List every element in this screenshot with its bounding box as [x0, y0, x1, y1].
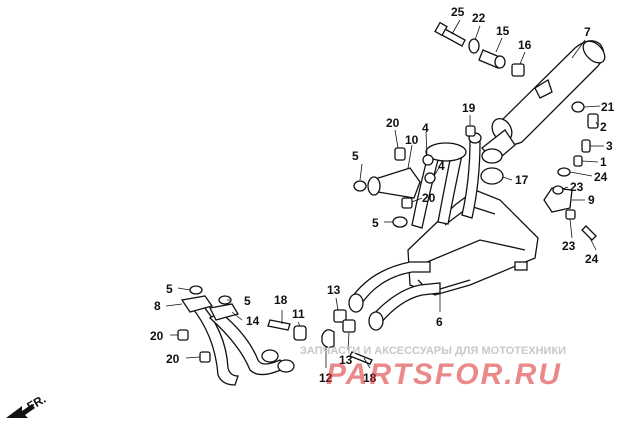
- callout-24-upper: 24: [594, 170, 608, 184]
- callout-11: 11: [292, 307, 305, 321]
- gasket-17: [480, 167, 504, 185]
- callout-10: 10: [405, 133, 419, 147]
- callout-5-left-upper: 5: [166, 282, 173, 296]
- callout-labels: 25 22 15 16 7 21 2 3 1 24 23 9 23 24 19 …: [150, 5, 615, 385]
- bolt-19: [465, 125, 476, 137]
- callout-8: 8: [154, 299, 161, 313]
- exhaust-joint: [353, 147, 436, 228]
- callout-2: 2: [600, 120, 607, 134]
- callout-19: 19: [462, 101, 476, 115]
- callout-18-right: 18: [363, 371, 377, 385]
- callout-6: 6: [436, 315, 443, 329]
- callout-1: 1: [600, 155, 607, 169]
- callout-20-left-lower: 20: [166, 352, 180, 366]
- callout-20-joint: 20: [386, 116, 400, 130]
- front-direction-arrow: FR.: [6, 392, 48, 418]
- callout-22: 22: [472, 11, 486, 25]
- right-hardware: [543, 101, 599, 241]
- callout-16: 16: [518, 38, 532, 52]
- watermark-tagline: ЗАПЧАСТИ И АКСЕССУАРЫ ДЛЯ МОТОТЕХНИКИ: [300, 345, 566, 357]
- callout-15: 15: [496, 24, 510, 38]
- callout-23-upper: 23: [570, 180, 584, 194]
- callout-12: 12: [319, 371, 333, 385]
- exhaust-drawing: [177, 21, 606, 386]
- callout-4-lower: 4: [438, 159, 445, 173]
- callout-14: 14: [246, 314, 260, 328]
- leader-lines: [165, 19, 604, 369]
- muffler: [481, 40, 606, 164]
- callout-20-lower-joint: 20: [422, 191, 436, 205]
- callout-20-left-upper: 20: [150, 329, 164, 343]
- callout-13-upper: 13: [327, 283, 341, 297]
- callout-21: 21: [601, 100, 615, 114]
- callout-17: 17: [515, 173, 529, 187]
- callout-13-lower: 13: [339, 353, 353, 367]
- arrow-icon: [6, 404, 35, 418]
- muffler-mount-hardware: [434, 21, 525, 77]
- callout-3: 3: [606, 139, 613, 153]
- watermark-logo: PARTSFOR.RU: [326, 358, 562, 391]
- callout-23-lower: 23: [562, 239, 576, 253]
- callout-25: 25: [451, 5, 465, 19]
- front-exhaust-pipes: [177, 285, 307, 386]
- callout-4-upper: 4: [422, 121, 429, 135]
- callout-18-left: 18: [274, 293, 288, 307]
- callout-9: 9: [588, 193, 595, 207]
- callout-5-left-right: 5: [244, 294, 251, 308]
- watermark: ЗАПЧАСТИ И АКСЕССУАРЫ ДЛЯ МОТОТЕХНИКИ PA…: [300, 345, 566, 391]
- lower-pipes: [321, 261, 441, 365]
- front-header-pipes: [411, 132, 482, 229]
- callout-24-lower: 24: [585, 252, 599, 266]
- callout-5-joint: 5: [352, 149, 359, 163]
- callout-7: 7: [584, 25, 591, 39]
- callout-5-bottom-joint: 5: [372, 216, 379, 230]
